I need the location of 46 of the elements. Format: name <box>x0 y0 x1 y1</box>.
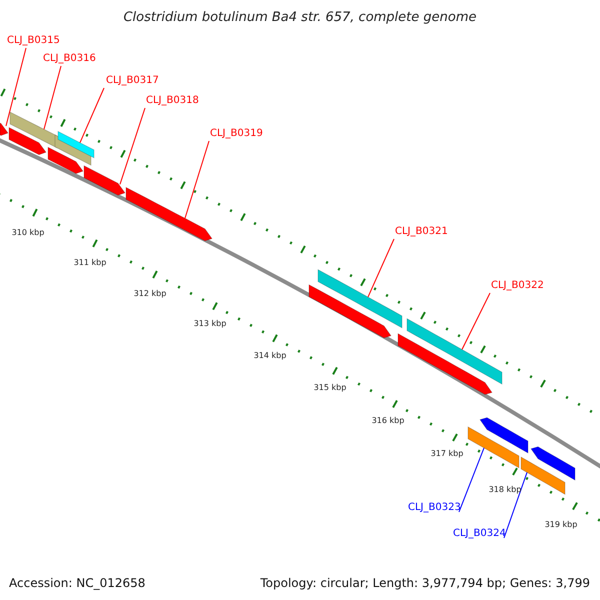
leader-line <box>504 472 528 538</box>
gene-block <box>48 146 84 174</box>
gene-block <box>468 426 520 468</box>
gene-block <box>0 122 8 136</box>
gene-label: CLJ_B0318 <box>146 95 199 107</box>
gene-block <box>126 186 212 242</box>
scale-label: 310 kbp <box>12 228 44 238</box>
gene-label: CLJ_B0323 <box>408 502 461 514</box>
scale-label: 315 kbp <box>314 383 346 393</box>
leader-line <box>462 292 490 350</box>
leader-line <box>184 140 210 219</box>
gene-block <box>84 165 126 196</box>
scale-label: 312 kbp <box>134 289 166 299</box>
gene-label: CLJ_B0321 <box>395 226 448 238</box>
gene-block <box>520 456 566 495</box>
gene-block <box>318 269 402 328</box>
gene-block <box>308 284 392 338</box>
gene-block <box>530 446 576 481</box>
scale-label: 317 kbp <box>430 449 464 459</box>
leader-line <box>368 238 394 298</box>
gene-block <box>10 112 58 148</box>
gene-label: CLJ_B0316 <box>43 53 96 65</box>
leader-line <box>458 447 484 512</box>
scale-label: 311 kbp <box>74 258 106 268</box>
scale-label: 316 kbp <box>372 416 404 426</box>
leader-line <box>6 48 26 127</box>
gene-label: CLJ_B0322 <box>491 280 544 292</box>
leader-line <box>120 108 146 185</box>
gene-block <box>58 130 94 158</box>
genome-info-label: Topology: circular; Length: 3,977,794 bp; Genes: 3,799 <box>260 575 590 592</box>
gene-block <box>480 417 528 454</box>
scale-label: 318 kbp <box>488 485 522 495</box>
gene-block <box>8 127 46 156</box>
accession-label: Accession: NC_012658 <box>9 575 146 592</box>
gene-label: CLJ_B0315 <box>7 35 60 47</box>
gene-block <box>398 333 492 395</box>
gene-block <box>406 318 502 385</box>
leader-line <box>44 66 62 130</box>
title: Clostridium botulinum Ba4 str. 657, complete genome <box>122 9 478 27</box>
scale-label: 314 kbp <box>254 351 286 361</box>
leader-line <box>80 88 104 144</box>
gene-label: CLJ_B0324 <box>453 528 506 540</box>
gene-label: CLJ_B0317 <box>106 75 159 87</box>
scale-label: 313 kbp <box>194 319 226 329</box>
scale-label: 319 kbp <box>544 520 578 530</box>
gene-label: CLJ_B0319 <box>210 128 263 140</box>
